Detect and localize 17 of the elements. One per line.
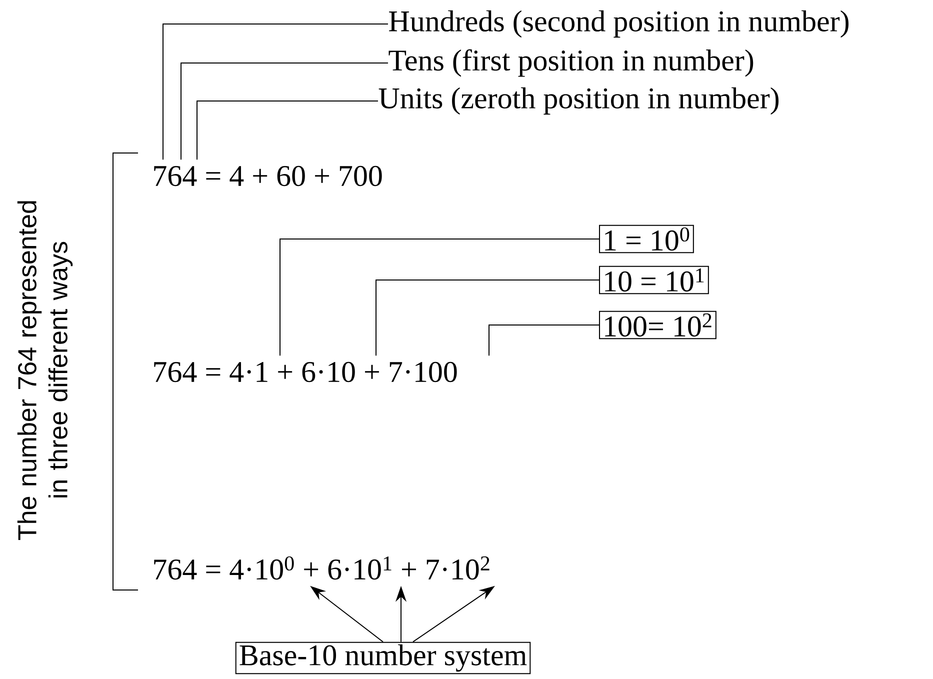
- leader-line: [376, 280, 600, 356]
- leader-line: [180, 62, 388, 160]
- leader-line: [488, 324, 600, 356]
- power-box: 100= 10$^{2}$: [599, 310, 716, 340]
- equation: 764 = 4 + 60 + 700: [154, 166, 382, 186]
- power-box: 10 = 10$^{1}$: [599, 266, 709, 294]
- leader-line: [162, 24, 388, 160]
- base-box: Base-10 number system: [235, 642, 531, 674]
- side-label: The number 764 represented in three different ways: [17, 201, 73, 540]
- leader-line: [280, 238, 600, 356]
- equation: 764 = 4·10$^{0}$ + 6·10$^{1}$ + 7·10$^{2}$: [154, 556, 490, 580]
- leader-line: [196, 100, 378, 160]
- leader-text: Units (zeroth position in number): [378, 87, 779, 115]
- equation: 764 = 4·1 + 6·10 + 7·100: [154, 362, 457, 382]
- leader-text: Hundreds (second position in number): [389, 10, 848, 38]
- leader-text: Tens (first position in number): [388, 49, 754, 77]
- power-box: 1 = 10$^{0}$: [599, 224, 694, 254]
